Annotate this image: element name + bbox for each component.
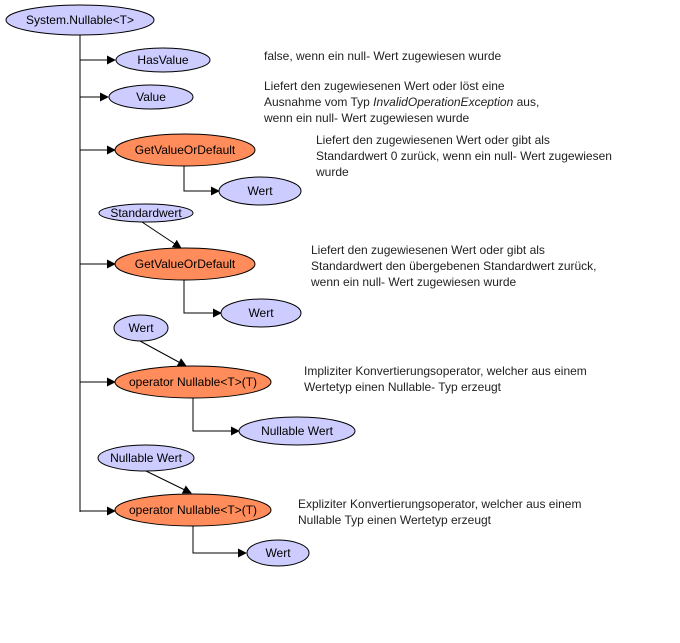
description-has-value: false, wenn ein null- Wert zugewiesen wu… [264,48,501,64]
standardwert-param-label: Standardwert [110,206,182,220]
description-line: Standardwert den übergebenen Standardwer… [311,259,597,273]
link-result-3 [192,398,240,436]
explicit-operator-label: operator Nullable<T>(T) [129,503,257,517]
exception-name: InvalidOperationException [373,95,514,109]
get-value-or-default-2-ellipse [114,247,256,281]
description-text: aus, [513,95,540,109]
value-label: Value [136,90,166,104]
connectors [79,35,247,558]
node-nullable-wert-param[interactable]: Nullable Wert [97,444,195,472]
standardwert-param-ellipse [98,203,194,223]
description-line: Liefert den zugewiesenen Wert oder gibt … [311,243,545,257]
node-implicit-operator[interactable]: operator Nullable<T>(T) [114,365,272,399]
has-value-label: HasValue [137,53,188,67]
root-label: System.Nullable<T> [26,13,134,27]
result-1-label: Wert [247,184,273,198]
description-get-value-or-default-2: Liefert den zugewiesenen Wert oder gibt … [311,242,597,290]
node-explicit-operator[interactable]: operator Nullable<T>(T) [114,493,272,527]
get-value-or-default-1-ellipse [114,133,256,167]
description-value: Liefert den zugewiesenen Wert oder löst … [264,78,539,126]
link-nullable-wert-param [145,470,192,494]
result-4-label: Wert [265,546,291,560]
link-standardwert [141,221,182,249]
node-result-3[interactable]: Nullable Wert [238,416,356,446]
description-line: Expliziter Konvertierungsoperator, welch… [298,497,582,511]
node-result-4[interactable]: Wert [246,539,310,567]
description-line: false, wenn ein null- Wert zugewiesen wu… [264,49,502,63]
result-2-label: Wert [248,306,274,320]
wert-param-ellipse [113,314,169,342]
node-get-value-or-default-1[interactable]: GetValueOrDefault [114,133,256,167]
description-line: wurde [316,165,349,179]
explicit-operator-ellipse [114,493,272,527]
result-3-ellipse [238,416,356,446]
link-result-2 [183,279,222,318]
get-value-or-default-1-label: GetValueOrDefault [135,143,236,157]
value-ellipse [108,84,194,110]
description-line: Wertetyp einen Nullable- Typ erzeugt [304,380,501,394]
node-result-2[interactable]: Wert [220,298,302,328]
node-get-value-or-default-2[interactable]: GetValueOrDefault [114,247,256,281]
description-text: Ausnahme vom Typ [264,95,374,109]
node-root[interactable]: System.Nullable<T> [5,4,155,36]
description-explicit-operator: Expliziter Konvertierungsoperator, welch… [298,496,581,528]
node-standardwert-param[interactable]: Standardwert [98,203,194,223]
node-value[interactable]: Value [108,84,194,110]
wert-param-label: Wert [128,321,154,335]
root-ellipse [5,4,155,36]
description-line: wenn ein null- Wert zugewiesen wurde [264,111,470,125]
result-2-ellipse [220,298,302,328]
result-3-label: Nullable Wert [261,424,333,438]
result-4-ellipse [246,539,310,567]
description-line: Nullable Typ einen Wertetyp erzeugt [298,513,492,527]
result-1-ellipse [218,176,302,206]
link-wert-param [139,340,187,367]
description-line: Liefert den zugewiesenen Wert oder gibt … [316,133,550,147]
get-value-or-default-2-label: GetValueOrDefault [135,257,236,271]
description-line: Standardwert 0 zurück, wenn ein null- We… [316,149,612,163]
description-line: wenn ein null- Wert zugewiesen wurde [311,275,517,289]
node-wert-param[interactable]: Wert [113,314,169,342]
link-result-1 [183,165,220,196]
description-line: Ausnahme vom Typ InvalidOperationExcepti… [264,94,539,110]
nullable-wert-param-ellipse [97,444,195,472]
description-line: Liefert den zugewiesenen Wert oder löst … [264,79,505,93]
nullable-wert-param-label: Nullable Wert [110,451,182,465]
has-value-ellipse [115,47,211,73]
node-result-1[interactable]: Wert [218,176,302,206]
node-has-value[interactable]: HasValue [115,47,211,73]
description-get-value-or-default-1: Liefert den zugewiesenen Wert oder gibt … [316,132,612,180]
implicit-operator-ellipse [114,365,272,399]
link-result-4 [192,526,247,558]
implicit-operator-label: operator Nullable<T>(T) [129,375,257,389]
description-implicit-operator: Impliziter Konvertierungsoperator, welch… [304,363,587,395]
description-line: Impliziter Konvertierungsoperator, welch… [304,364,587,378]
